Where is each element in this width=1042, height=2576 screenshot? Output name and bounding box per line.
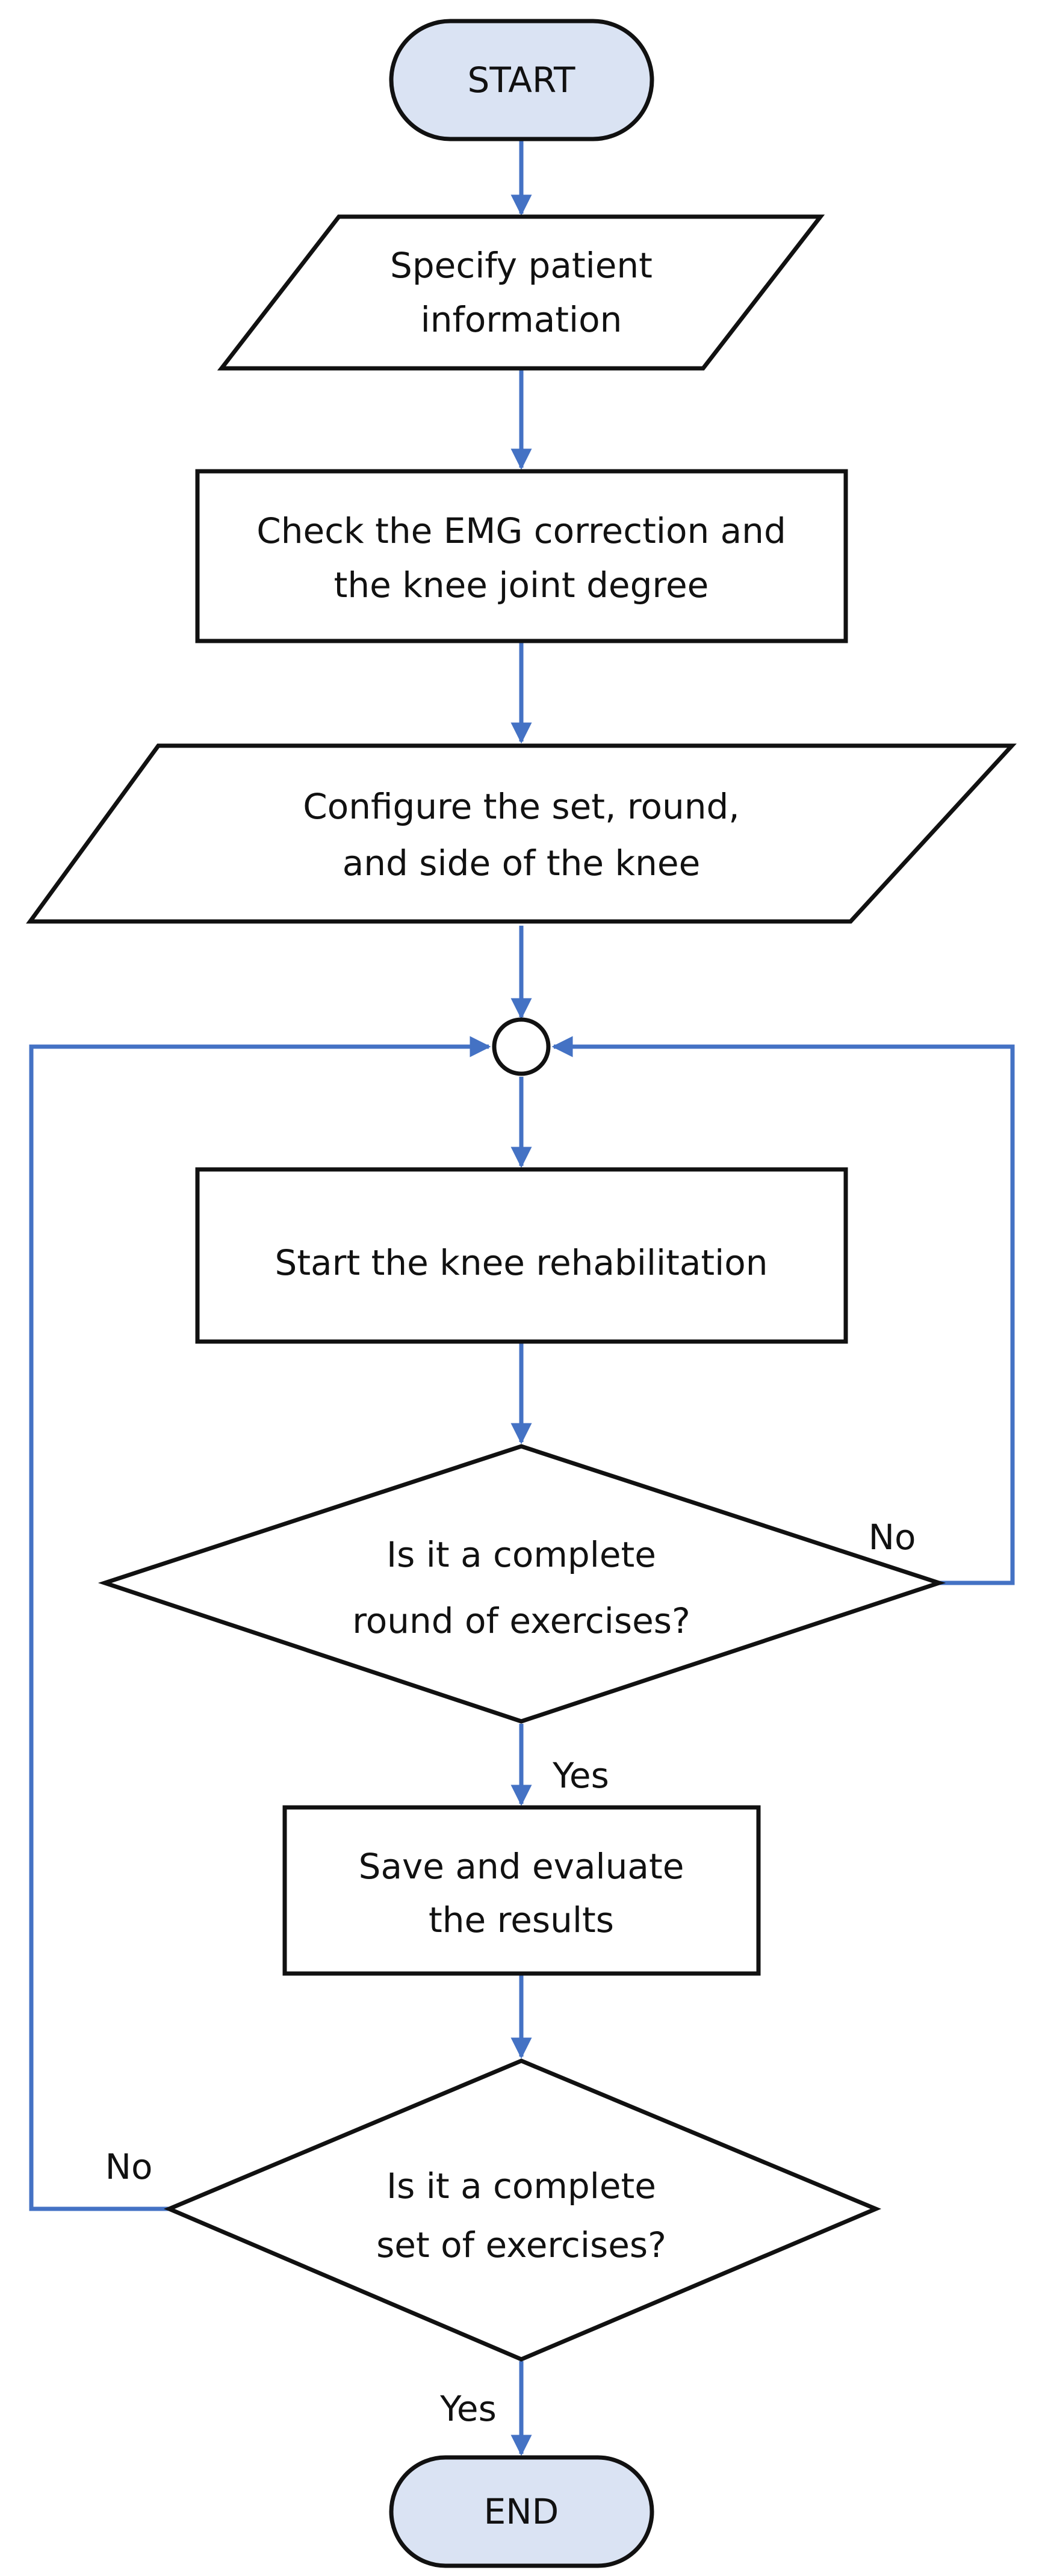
start-rehab-label: Start the knee rehabilitation — [275, 1242, 768, 1283]
connector-round-no-loop — [551, 1036, 1015, 1585]
end-terminal: END — [389, 2455, 654, 2568]
set-decision: Is it a complete set of exercises? — [164, 2058, 882, 2362]
round-yes-label: Yes — [552, 1755, 609, 1796]
set-decision-line-1: Is it a complete — [386, 2166, 656, 2206]
connector-set-no-loop — [29, 1036, 491, 2211]
set-decision-line-2: set of exercises? — [376, 2225, 666, 2265]
patient-info-line-1: Specify patient — [390, 245, 653, 286]
check-emg-process: Check the EMG correction and the knee jo… — [195, 469, 848, 643]
connectors — [29, 140, 1015, 2456]
start-terminal: START — [389, 19, 654, 141]
save-results-process: Save and evaluate the results — [282, 1805, 761, 1976]
junction-connector — [492, 1017, 551, 1076]
save-results-line-2: the results — [429, 1899, 614, 1940]
check-emg-line-2: the knee joint degree — [334, 565, 709, 605]
check-emg-line-1: Check the EMG correction and — [256, 510, 786, 551]
start-rehab-process: Start the knee rehabilitation — [195, 1167, 848, 1344]
start-label: START — [468, 60, 575, 101]
patient-info-line-2: information — [421, 299, 622, 340]
round-no-label: No — [869, 1517, 916, 1558]
set-no-label: No — [105, 2146, 153, 2187]
configure-line-1: Configure the set, round, — [303, 786, 740, 827]
round-decision-line-2: round of exercises? — [352, 1600, 690, 1641]
save-results-line-1: Save and evaluate — [359, 1846, 684, 1887]
end-label: END — [484, 2491, 559, 2532]
round-decision-line-1: Is it a complete — [386, 1534, 656, 1575]
patient-info-input: Specify patient information — [217, 214, 825, 371]
round-decision: Is it a complete round of exercises? — [98, 1444, 946, 1724]
configure-input: Configure the set, round, and side of th… — [26, 743, 1017, 924]
set-yes-label: Yes — [439, 2388, 497, 2429]
configure-line-2: and side of the knee — [343, 843, 701, 884]
